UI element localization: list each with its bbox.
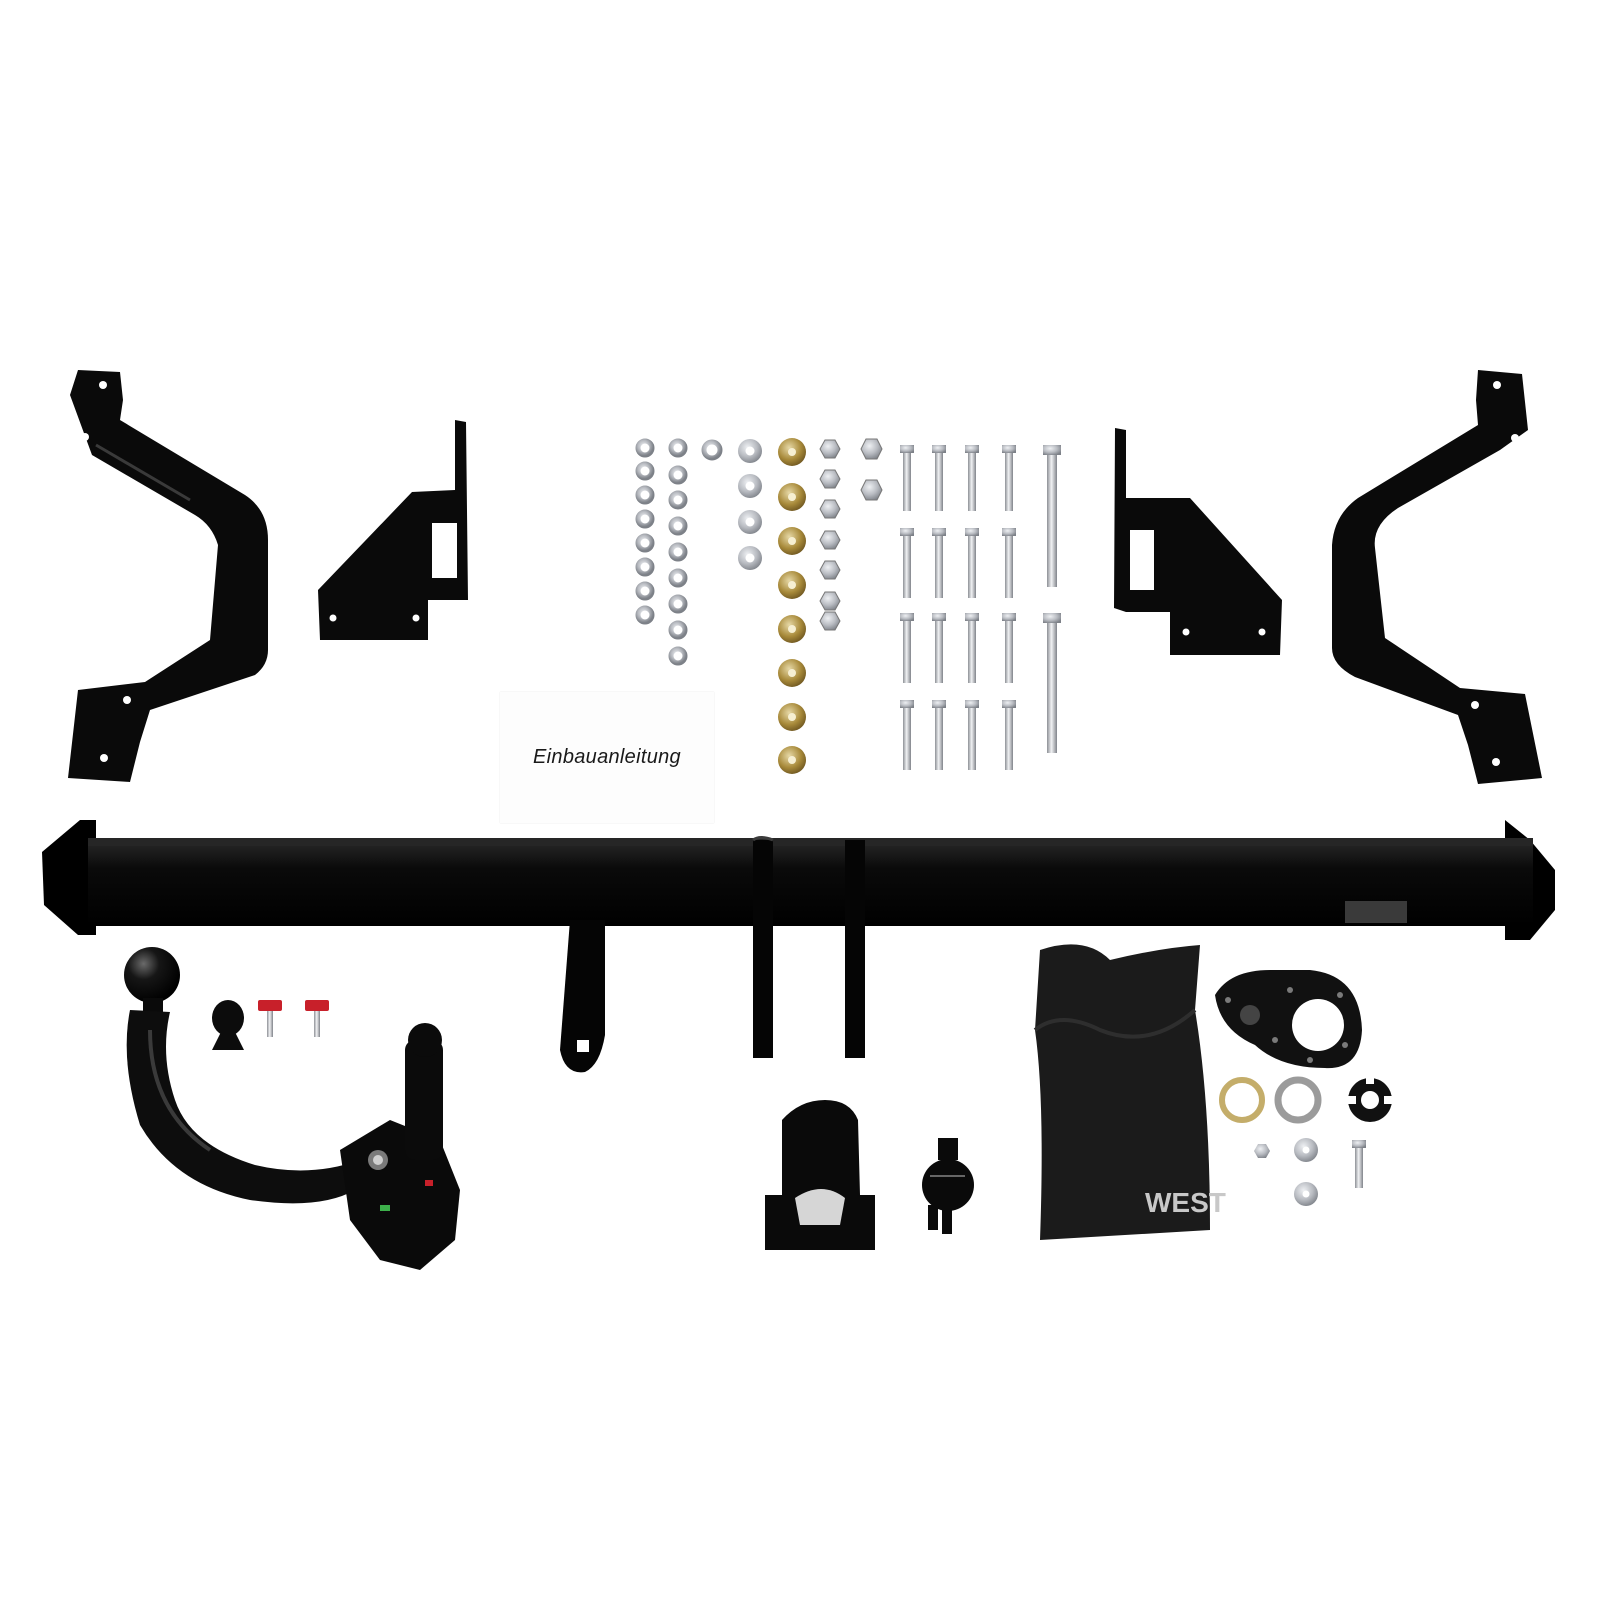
left-bracket-outer: [68, 370, 268, 782]
detachable-tow-ball: [124, 947, 460, 1270]
left-bracket-inner: [318, 420, 468, 640]
red-caps: [258, 1000, 329, 1037]
brass-washers: [778, 438, 806, 774]
lock-washers: [635, 438, 723, 666]
protective-cover: WEST: [1033, 944, 1226, 1240]
socket-housing: [765, 1100, 875, 1250]
gasket-rings: [1219, 1074, 1394, 1124]
nuts: [819, 438, 883, 631]
key-cap: [212, 1000, 244, 1050]
small-hardware: [1254, 1138, 1366, 1206]
socket-plate: [1215, 970, 1362, 1069]
crossbar: [42, 820, 1555, 1073]
adapter-plug: [922, 1138, 974, 1234]
right-bracket-inner: [1114, 428, 1282, 655]
cover-brand-text: WEST: [1145, 1187, 1226, 1218]
instruction-manual: Einbauanleitung: [500, 692, 714, 823]
bolts: [900, 445, 1061, 770]
washers: [738, 439, 762, 570]
instruction-manual-title: Einbauanleitung: [533, 746, 681, 768]
right-bracket-outer: [1332, 370, 1542, 784]
